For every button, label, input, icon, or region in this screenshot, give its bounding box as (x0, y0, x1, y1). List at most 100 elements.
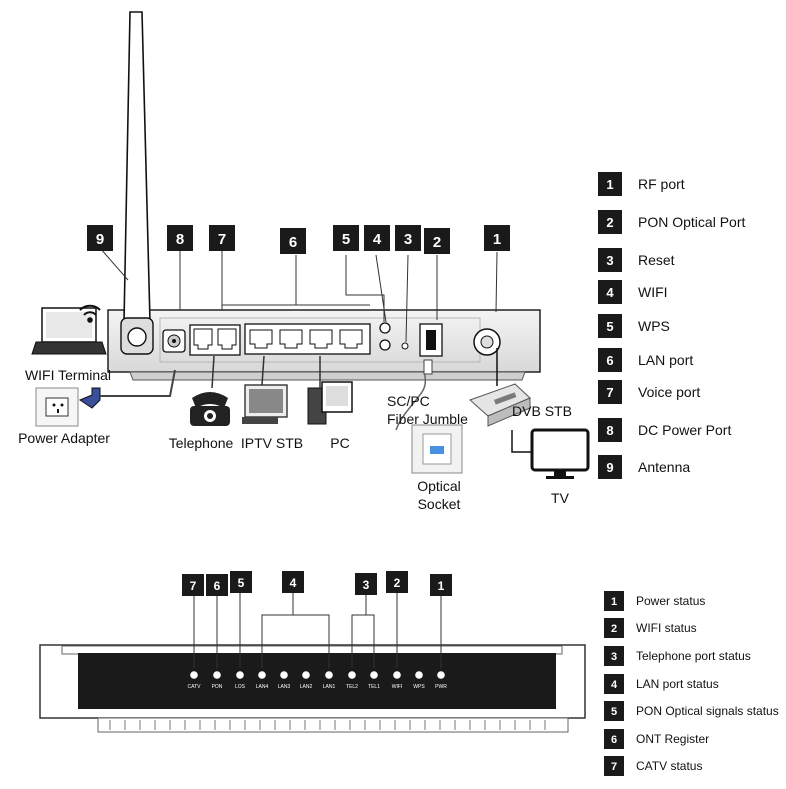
svg-text:DC Power Port: DC Power Port (638, 422, 731, 438)
svg-text:TEL2: TEL2 (346, 684, 358, 690)
optical-socket-icon (411, 424, 463, 474)
svg-text:7: 7 (611, 761, 617, 773)
svg-text:Telephone port status: Telephone port status (636, 649, 751, 663)
svg-text:LAN2: LAN2 (300, 684, 313, 690)
legend-item: 1 RF port (598, 172, 685, 196)
pc-icon (307, 356, 353, 425)
callout-badge-3: 3 (355, 573, 377, 595)
callout-badge-7: 7 (182, 574, 204, 596)
svg-text:8: 8 (176, 231, 184, 248)
legend-item: 5 PON Optical signals status (604, 701, 779, 721)
fiber-jumble-icon (395, 359, 433, 431)
power-cable-icon (78, 369, 176, 409)
svg-text:PON: PON (212, 684, 223, 690)
wifi-signal-icon (79, 304, 101, 323)
led-catv (190, 671, 198, 679)
svg-text:Reset: Reset (638, 252, 675, 268)
callout-badge-5: 5 (230, 571, 252, 593)
svg-text:1: 1 (606, 177, 613, 192)
callout-badge-6: 6 (280, 228, 306, 254)
svg-text:LAN4: LAN4 (256, 684, 269, 690)
svg-text:4: 4 (373, 231, 382, 248)
power-outlet-icon (35, 387, 79, 427)
front-callout-lines (193, 592, 442, 668)
svg-text:6: 6 (289, 234, 297, 251)
callout-badge-1: 1 (430, 574, 452, 596)
status-leds (190, 671, 445, 679)
wifi-button-icon (379, 339, 391, 351)
wps-button-icon (379, 322, 391, 334)
led-pon (213, 671, 221, 679)
wifi-terminal-label: WIFI Terminal (25, 367, 111, 383)
svg-text:1: 1 (493, 231, 501, 248)
svg-text:4: 4 (290, 576, 297, 590)
svg-text:2: 2 (611, 623, 617, 635)
svg-text:CATV: CATV (188, 684, 202, 690)
svg-text:LAN port: LAN port (638, 352, 693, 368)
legend-item: 2 WIFI status (604, 618, 697, 638)
svg-text:WIFI status: WIFI status (636, 621, 697, 635)
svg-text:5: 5 (611, 706, 617, 718)
svg-text:4: 4 (611, 679, 618, 691)
svg-text:2: 2 (394, 576, 401, 590)
svg-text:8: 8 (606, 423, 613, 438)
svg-text:Antenna: Antenna (638, 459, 690, 475)
fiber-jumble-label: Fiber Jumble (387, 411, 468, 427)
callout-badge-5: 5 (333, 225, 359, 251)
socket-label: Socket (418, 496, 461, 512)
connected-devices: WIFI Terminal Power Adapter Telephone (18, 304, 590, 512)
svg-text:6: 6 (611, 734, 617, 746)
dvb-stb-icon (469, 348, 531, 427)
callout-badge-3: 3 (395, 225, 421, 251)
callout-badge-4: 4 (364, 225, 390, 251)
svg-text:WPS: WPS (413, 684, 425, 690)
svg-text:PON Optical Port: PON Optical Port (638, 214, 745, 230)
led-lan4 (258, 671, 266, 679)
svg-text:1: 1 (438, 579, 445, 593)
dc-power-port-icon (162, 329, 186, 353)
led-tel1 (370, 671, 378, 679)
svg-text:TEL1: TEL1 (368, 684, 380, 690)
iptv-stb-label: IPTV STB (241, 435, 303, 451)
svg-text:7: 7 (218, 231, 226, 248)
rf-port-icon (473, 328, 501, 356)
svg-text:RF port: RF port (638, 176, 685, 192)
led-wps (415, 671, 423, 679)
svg-text:3: 3 (404, 231, 412, 248)
svg-text:4: 4 (606, 285, 614, 300)
led-labels: CATV PON LOS LAN4 LAN3 LAN2 LAN1 TEL2 TE… (188, 684, 448, 690)
led-pwr (437, 671, 445, 679)
callout-lines (99, 247, 498, 343)
back-callout-badges: 9 8 7 6 5 4 3 2 1 (87, 225, 510, 254)
optical-label: Optical (417, 478, 461, 494)
legend-item: 2 PON Optical Port (598, 210, 745, 234)
svg-text:5: 5 (238, 576, 245, 590)
led-lan2 (302, 671, 310, 679)
svg-text:WIFI: WIFI (638, 284, 668, 300)
pc-label: PC (330, 435, 349, 451)
svg-text:PWR: PWR (435, 684, 447, 690)
callout-badge-1: 1 (484, 225, 510, 251)
svg-text:5: 5 (342, 231, 350, 248)
lan-ports-icon (244, 323, 371, 355)
router-front-panel: CATV PON LOS LAN4 LAN3 LAN2 LAN1 TEL2 TE… (39, 571, 586, 733)
sc-pc-label: SC/PC (387, 393, 430, 409)
svg-text:Power status: Power status (636, 594, 705, 608)
svg-text:2: 2 (433, 234, 441, 251)
svg-text:PON Optical signals status: PON Optical signals status (636, 704, 779, 718)
svg-text:LAN1: LAN1 (323, 684, 336, 690)
front-callout-badges: 7 6 5 4 3 2 1 (182, 571, 452, 596)
led-lan3 (280, 671, 288, 679)
svg-text:Voice port: Voice port (638, 384, 700, 400)
tv-icon (511, 428, 590, 479)
callout-badge-6: 6 (206, 574, 228, 596)
led-tel2 (348, 671, 356, 679)
svg-text:2: 2 (606, 215, 613, 230)
